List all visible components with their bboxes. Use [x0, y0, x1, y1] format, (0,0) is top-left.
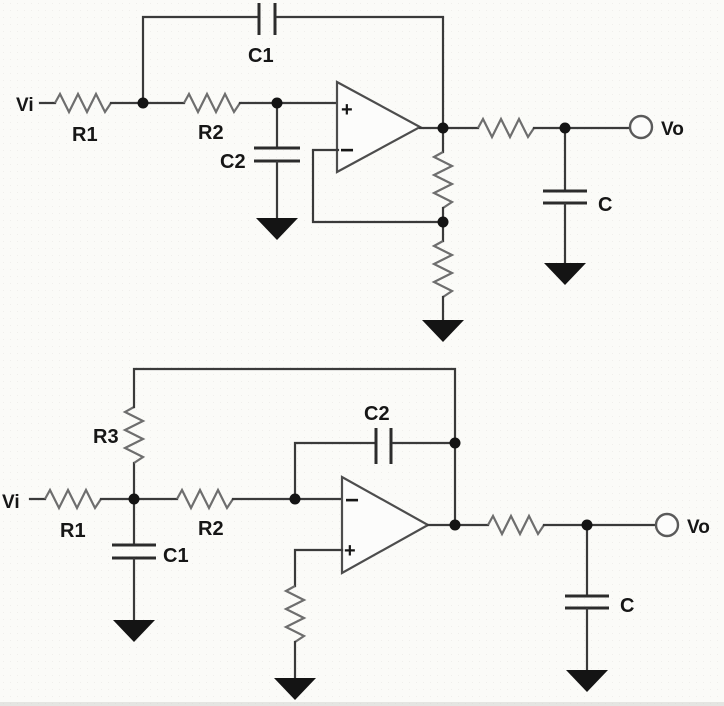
- wire-c1-left: [141, 15, 259, 105]
- node-r1-r3-c1: [128, 493, 140, 505]
- node-r2-c2-minus: [289, 493, 301, 505]
- ground-symbol-c1: [113, 620, 155, 642]
- resistor-divider-upper: [431, 151, 455, 209]
- wire-plus-input: [293, 548, 344, 588]
- opamp-plus-input-label: +: [341, 99, 353, 121]
- label-vi: Vi: [16, 95, 34, 116]
- label-c1: C1: [248, 45, 274, 67]
- node-r2-c2: [271, 97, 283, 109]
- ground-symbol-plus-input: [274, 678, 316, 700]
- resistor-r2: [176, 487, 234, 511]
- opamp-minus-input-label: −: [345, 487, 359, 514]
- label-vo: Vo: [687, 517, 710, 538]
- label-r1: R1: [60, 520, 86, 542]
- label-r1: R1: [72, 124, 98, 146]
- ground-symbol-divider: [422, 320, 464, 342]
- label-c2: C2: [364, 403, 390, 425]
- vo-terminal-circle: [628, 114, 654, 140]
- image-bottom-edge-artifact: [0, 702, 724, 706]
- label-r2: R2: [198, 518, 224, 540]
- resistor-output: [487, 513, 545, 537]
- node-output-cap: [581, 519, 593, 531]
- label-c2: C2: [220, 151, 246, 173]
- ground-symbol-loadcap: [544, 263, 586, 285]
- resistor-r1: [54, 91, 112, 115]
- label-c1: C1: [163, 545, 189, 567]
- resistor-output: [477, 116, 535, 140]
- bottom-circuit: − + Vi R: [2, 367, 710, 700]
- vo-terminal-circle: [654, 512, 680, 538]
- ground-symbol-loadcap: [566, 670, 608, 692]
- resistor-r2: [183, 91, 241, 115]
- node-r1-r2: [137, 97, 149, 109]
- opamp-plus-input-label: +: [344, 540, 356, 562]
- opamp-minus-input-label: −: [340, 137, 354, 164]
- top-circuit: + −: [16, 3, 684, 342]
- node-c2-feedback: [449, 437, 461, 449]
- node-opamp-output: [437, 122, 449, 134]
- ground-symbol-c2: [256, 218, 298, 240]
- node-output-cap: [559, 122, 571, 134]
- node-opamp-output: [449, 519, 461, 531]
- label-r2: R2: [198, 122, 224, 144]
- label-c: C: [620, 595, 634, 617]
- label-vo: Vo: [661, 119, 684, 140]
- label-c: C: [598, 194, 612, 216]
- opamp-triangle: [340, 475, 431, 575]
- opamp-triangle: [335, 80, 423, 174]
- label-vi: Vi: [2, 492, 20, 513]
- label-r3: R3: [93, 426, 119, 448]
- wire-feedback-to-minus-input: [311, 148, 445, 224]
- wire-c1-right: [275, 15, 445, 128]
- resistor-plus-input: [283, 585, 307, 643]
- node-divider-tap: [437, 216, 449, 228]
- resistor-divider-lower: [431, 240, 455, 298]
- wire-c2-left: [293, 441, 376, 501]
- resistor-r3: [122, 406, 146, 464]
- resistor-r1: [44, 487, 102, 511]
